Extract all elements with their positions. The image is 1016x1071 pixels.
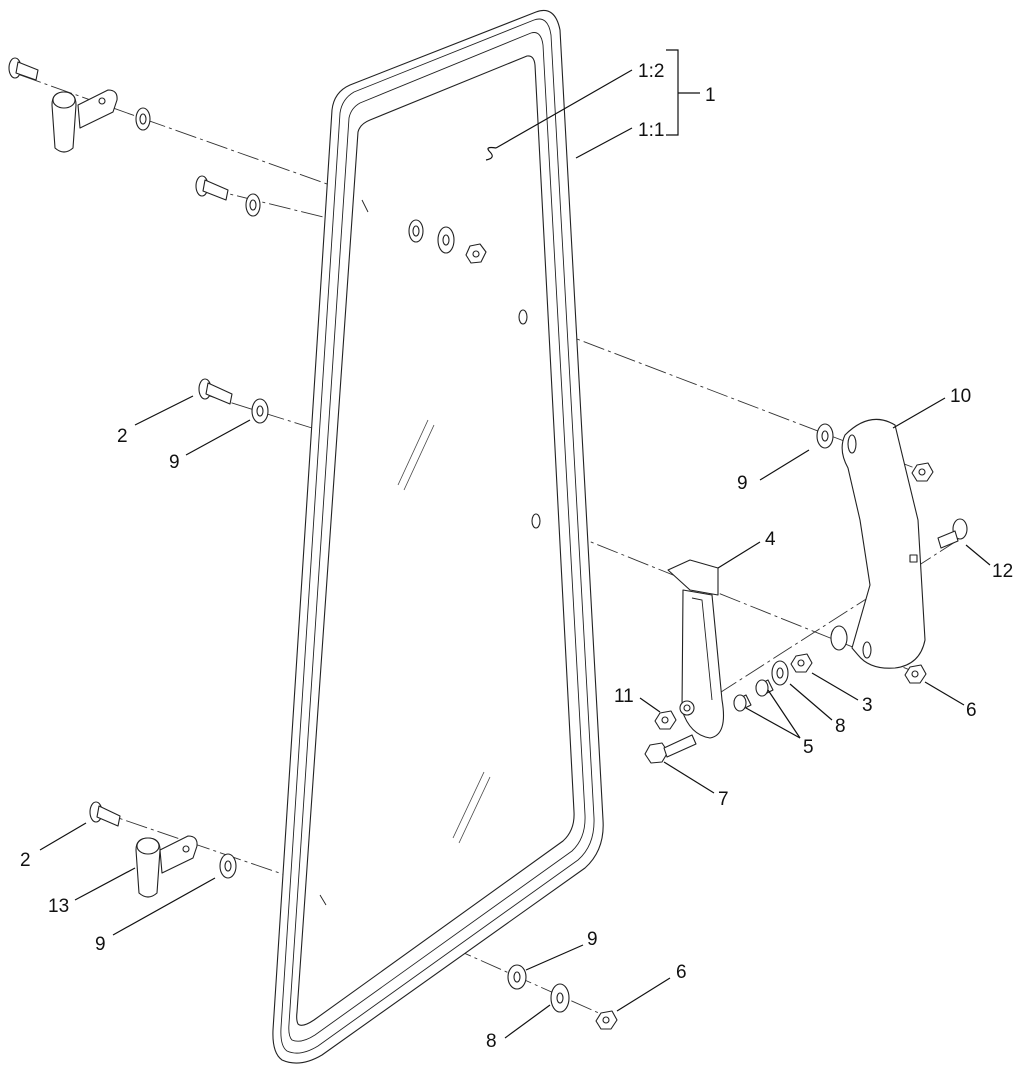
callout-1-2: 1:2 bbox=[638, 61, 664, 82]
glass-hole-lower bbox=[531, 513, 541, 529]
callout-6-right: 6 bbox=[966, 700, 977, 721]
callout-13: 13 bbox=[48, 896, 69, 917]
upper-frame-fasteners bbox=[195, 175, 487, 264]
callout-11: 11 bbox=[614, 686, 634, 707]
door-glass-assembly bbox=[272, 9, 604, 1064]
hinge-upper bbox=[77, 89, 118, 129]
callout-10: 10 bbox=[950, 386, 971, 407]
bottom-fasteners bbox=[507, 964, 618, 1030]
callout-8-mid: 8 bbox=[835, 716, 846, 737]
callout-9-low: 9 bbox=[95, 934, 106, 955]
glass-pane bbox=[296, 55, 575, 1026]
hinge-lower bbox=[159, 835, 198, 874]
leader-lines bbox=[39, 49, 991, 1039]
door-seal-line-1 bbox=[280, 18, 595, 1054]
callout-labels: 1:2 1:1 1 10 9 12 4 3 6 11 8 5 7 2 9 2 1… bbox=[20, 61, 1013, 1052]
callout-6-bottom: 6 bbox=[676, 962, 687, 983]
callout-4: 4 bbox=[765, 529, 776, 550]
upper-hinge-group bbox=[8, 57, 151, 153]
callout-9-right: 9 bbox=[737, 473, 748, 494]
callout-8-bottom: 8 bbox=[486, 1031, 497, 1052]
callout-2-low: 2 bbox=[20, 850, 31, 871]
callout-9-mid: 9 bbox=[169, 452, 180, 473]
glass-hole-upper bbox=[518, 309, 528, 325]
callout-12: 12 bbox=[992, 561, 1013, 582]
callout-3: 3 bbox=[862, 695, 873, 716]
door-handle bbox=[667, 559, 725, 739]
callout-5: 5 bbox=[803, 737, 814, 758]
door-seal-line-2 bbox=[288, 32, 586, 1042]
callout-9-bottom: 9 bbox=[587, 929, 598, 950]
callout-1-1: 1:1 bbox=[638, 120, 664, 141]
callout-2-mid: 2 bbox=[117, 426, 128, 447]
callout-1: 1 bbox=[705, 85, 716, 106]
mid-left-fasteners bbox=[198, 378, 269, 424]
handle-hardware bbox=[644, 653, 813, 764]
latch-bracket bbox=[816, 418, 968, 684]
callout-7: 7 bbox=[718, 789, 729, 810]
lower-hinge-group bbox=[89, 801, 237, 898]
